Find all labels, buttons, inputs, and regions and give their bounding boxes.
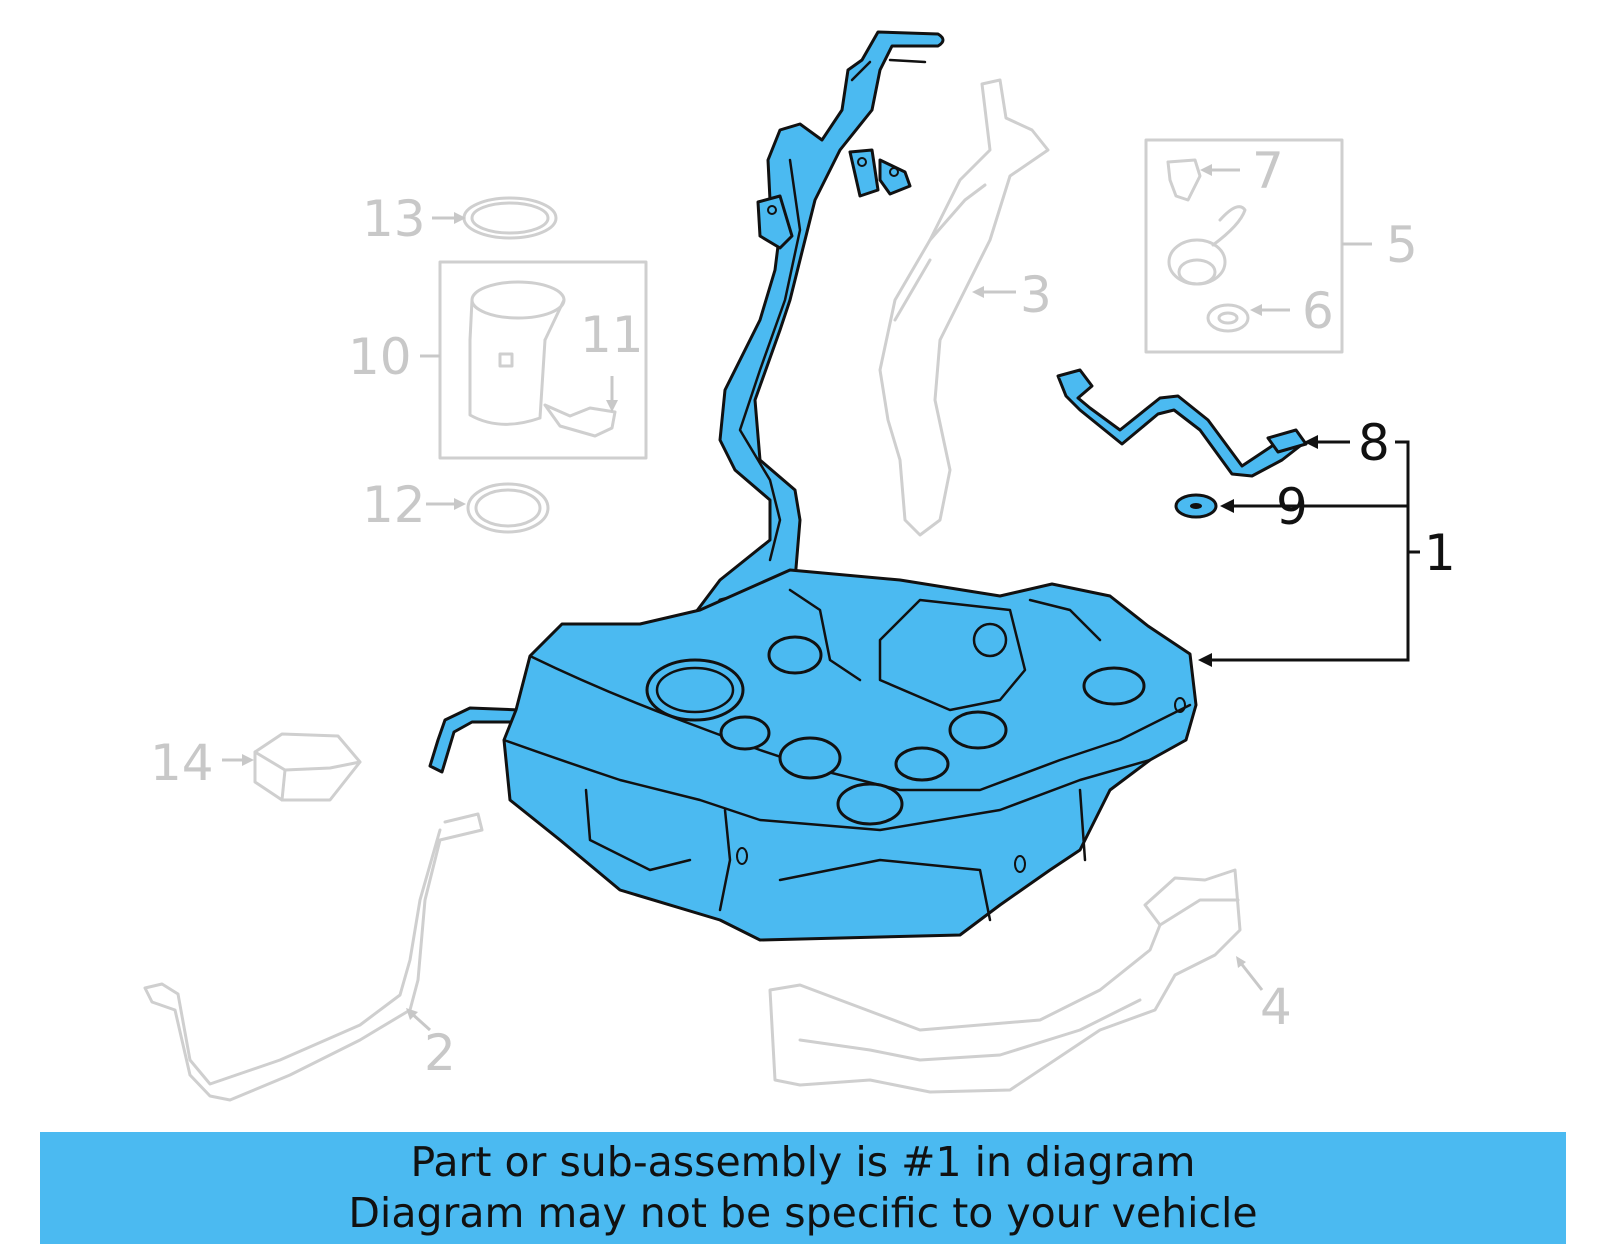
part-3-heat-shield [878,78,1050,537]
callout-labels: 1 2 3 4 5 6 7 8 9 10 11 12 13 14 [150,142,1456,1082]
callout-6[interactable]: 6 [1302,282,1334,340]
callout-11[interactable]: 11 [580,306,644,364]
banner-line-2: Diagram may not be specific to your vehi… [348,1189,1258,1237]
callout-5[interactable]: 5 [1386,216,1418,274]
banner-line-1: Part or sub-assembly is #1 in diagram [410,1138,1196,1186]
part-1-filler-neck [688,30,945,632]
part-9-washer [1174,493,1218,519]
callout-10[interactable]: 10 [348,328,412,386]
callout-12[interactable]: 12 [362,476,426,534]
callout-3[interactable]: 3 [1020,266,1052,324]
part-8-wiring-harness [1056,368,1308,478]
part-2-tank-strap [143,812,484,1102]
part-1-fuel-tank [502,568,1198,942]
callout-7[interactable]: 7 [1252,142,1284,200]
part-4-crossmember [768,868,1242,1094]
callout-14[interactable]: 14 [150,734,214,792]
callout-13[interactable]: 13 [362,190,426,248]
part-5-cap-assembly [1144,138,1344,354]
callout-1[interactable]: 1 [1424,524,1456,582]
callout-4[interactable]: 4 [1260,978,1292,1036]
callout-8[interactable]: 8 [1358,414,1390,472]
part-13-lock-ring [462,196,558,240]
part-14-control-module [253,732,362,802]
part-10-fuel-pump-module [438,260,648,460]
leader-lines [222,164,1420,1032]
callout-9[interactable]: 9 [1276,478,1308,536]
callout-2[interactable]: 2 [424,1024,456,1082]
part-12-seal-ring [466,482,550,534]
info-banner: Part or sub-assembly is #1 in diagram Di… [40,1132,1566,1244]
